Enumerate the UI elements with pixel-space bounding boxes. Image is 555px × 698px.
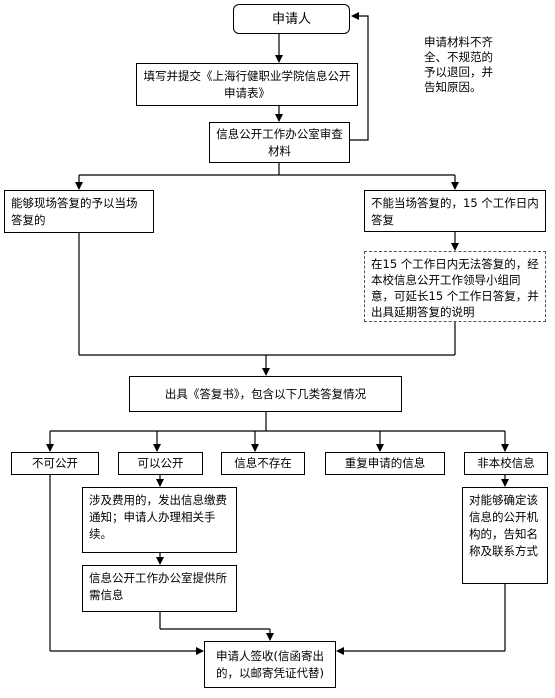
category-can-public: 可以公开 xyxy=(118,452,203,475)
node-office-review: 信息公开工作办公室审查材料 xyxy=(209,122,350,163)
category-not-public: 不可公开 xyxy=(11,452,99,475)
node-applicant: 申请人 xyxy=(233,4,350,34)
return-note: 申请材料不齐全、不规范的予以退回，并告知原因。 xyxy=(424,35,493,94)
node-sign-receipt: 申请人签收(信函寄出的，以邮寄凭证代替) xyxy=(204,641,336,688)
node-extension: 在15 个工作日内无法答复的，经本校信息公开工作领导小组同意，可延长15 个工作… xyxy=(364,251,546,322)
category-not-exist: 信息不存在 xyxy=(221,452,305,475)
node-fifteen-day-reply: 不能当场答复的，15 个工作日内答复 xyxy=(364,190,546,232)
node-fill-submit-form: 填写并提交《上海行健职业学院信息公开申请表》 xyxy=(136,63,358,106)
node-provide-info: 信息公开工作办公室提供所需信息 xyxy=(82,565,237,612)
node-immediate-reply: 能够现场答复的予以当场答复的 xyxy=(4,190,154,233)
category-repeat: 重复申请的信息 xyxy=(325,452,445,475)
node-inform-agency: 对能够确定该信息的公开机构的，告知名称及联系方式 xyxy=(462,487,548,584)
node-reply-letter: 出具《答复书》，包含以下几类答复情况 xyxy=(129,376,402,412)
category-not-school: 非本校信息 xyxy=(464,452,548,475)
node-fee-notice: 涉及费用的，发出信息缴费通知；申请人办理相关手续。 xyxy=(82,487,237,553)
